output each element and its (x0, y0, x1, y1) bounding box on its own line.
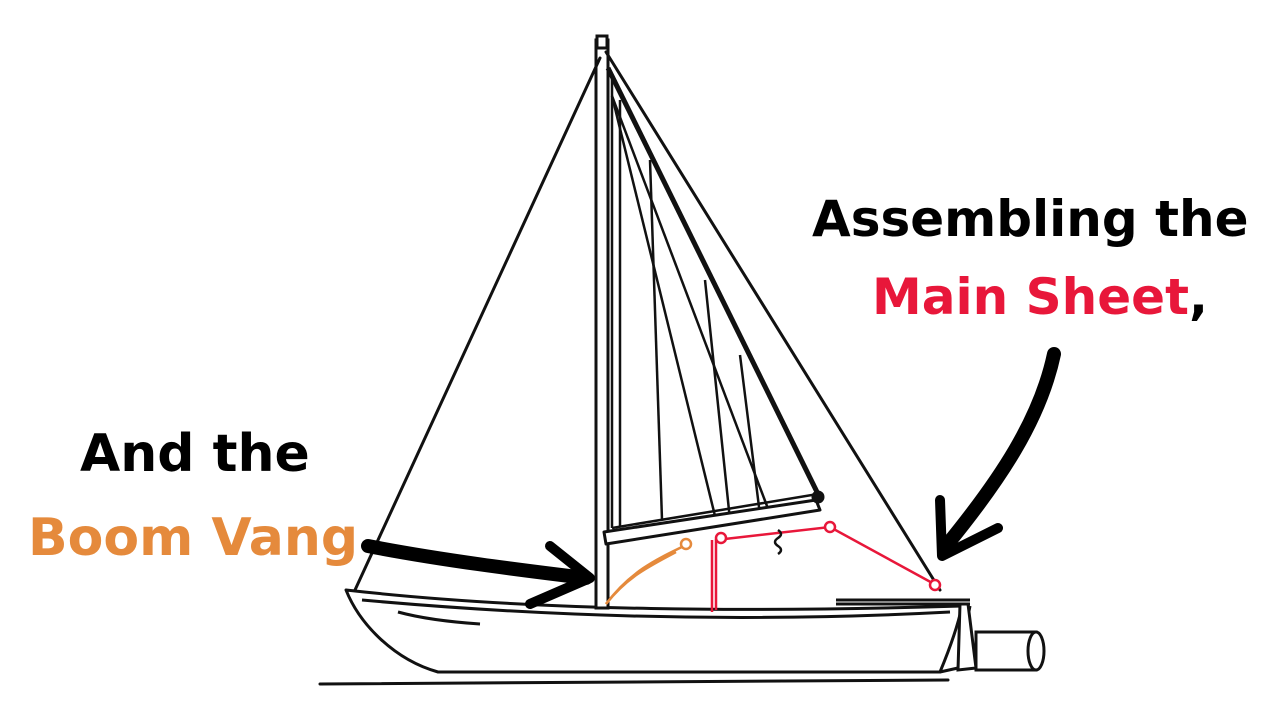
caption-main-sheet-line: Main Sheet, (872, 272, 1208, 322)
pointer-arrow-boom-vang (361, 539, 595, 609)
mainsail (605, 66, 821, 530)
caption-and-the: And the (80, 424, 310, 484)
caption-assembling: Assembling the (812, 190, 1249, 248)
hull (344, 588, 972, 674)
caption-boom-vang: Boom Vang (28, 508, 359, 568)
pointer-arrow-main-sheet (935, 347, 1061, 561)
caption-main-sheet: Main Sheet (872, 268, 1189, 326)
outboard-motor (956, 602, 1046, 672)
mast (594, 34, 610, 610)
forestay (353, 56, 602, 592)
main-sheet-rig (710, 520, 942, 612)
boom (602, 490, 825, 546)
waterline (318, 678, 950, 686)
backstay (604, 50, 942, 592)
sheet-spring (773, 528, 783, 556)
boom-vang-rig (605, 537, 693, 605)
caption-main-sheet-comma: , (1188, 268, 1208, 326)
